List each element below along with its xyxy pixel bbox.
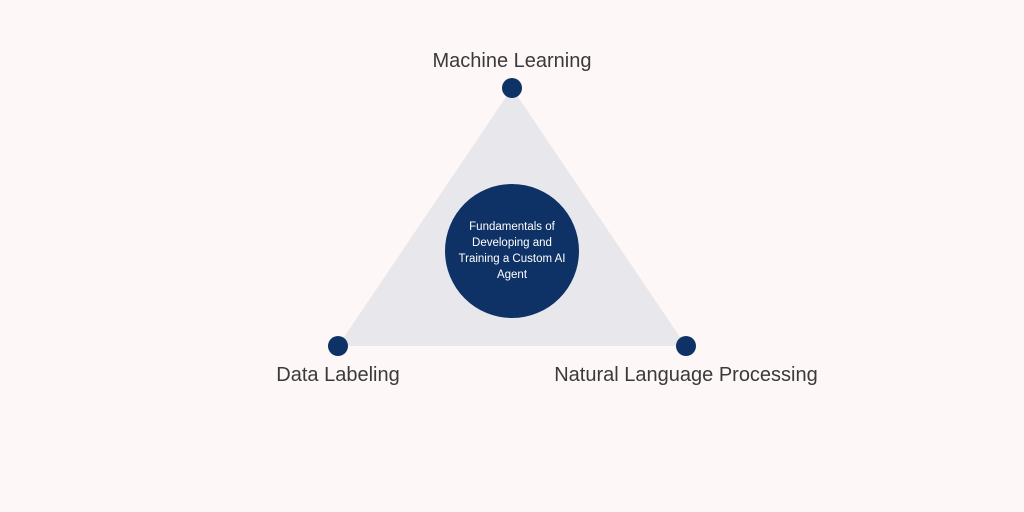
label-machine-learning: Machine Learning (432, 50, 592, 72)
vertex-node-left (328, 336, 348, 356)
label-data-labeling: Data Labeling (276, 364, 400, 386)
vertex-node-right (676, 336, 696, 356)
center-circle: Fundamentals of Developing and Training … (445, 184, 579, 318)
center-text: Fundamentals of Developing and Training … (458, 221, 566, 281)
vertex-node-top (502, 78, 522, 98)
label-nlp: Natural Language Processing (554, 364, 818, 386)
